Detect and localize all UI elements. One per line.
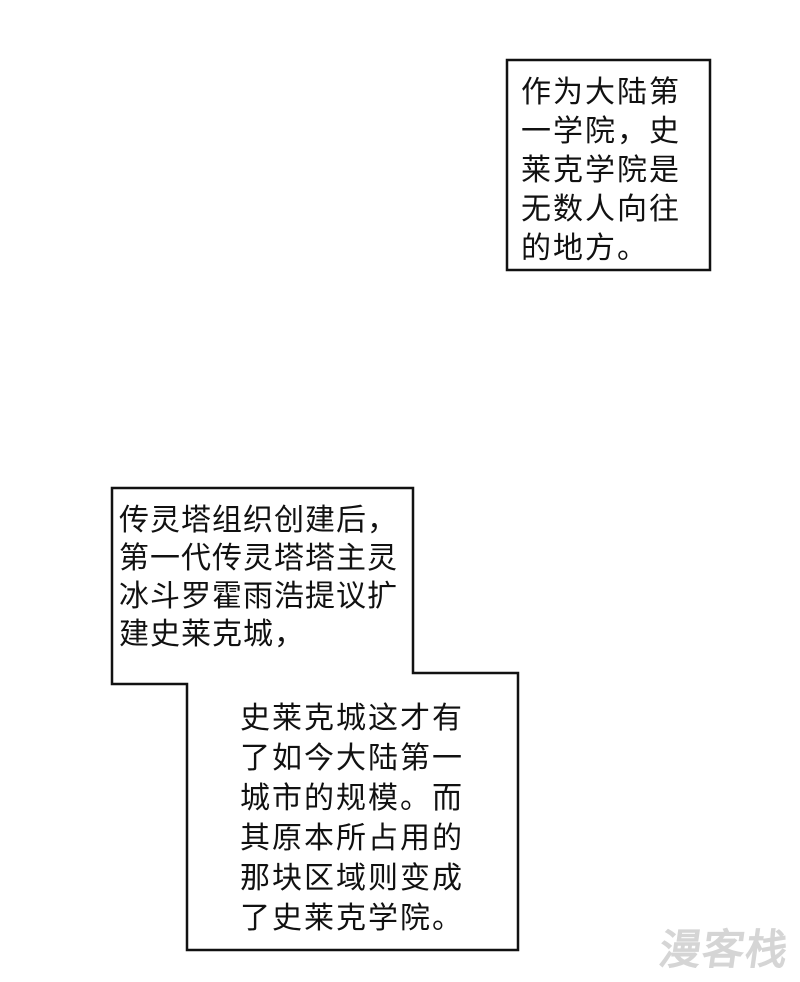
speech-bubble-text-3: 史莱克城这才有 了如今大陆第一 城市的规模。而 其原本所占用的 那块区域则变成 … [240, 702, 464, 935]
speech-bubble-text-1: 作为大陆第 一学院，史 莱克学院是 无数人向往 的地方。 [521, 76, 681, 265]
speech-box-merged [110, 486, 520, 952]
watermark-logo: 漫客栈 [656, 926, 792, 973]
speech-box-top-right [505, 58, 712, 272]
speech-bubble-text-2: 传灵塔组织创建后， 第一代传灵塔塔主灵 冰斗罗霍雨浩提议扩 建史莱克城， [119, 504, 398, 651]
